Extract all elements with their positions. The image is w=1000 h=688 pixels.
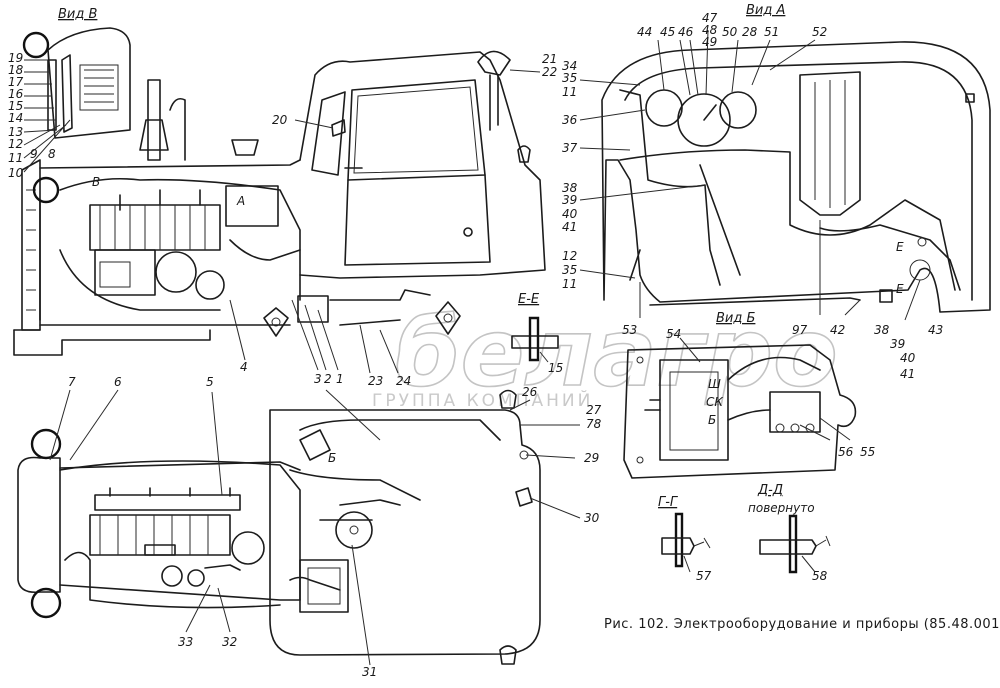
label-28: 28 bbox=[742, 25, 758, 39]
section-d-title: Д-Д bbox=[757, 483, 783, 498]
tractor-plan-view: Б bbox=[17, 389, 581, 666]
label-23: 23 bbox=[368, 374, 383, 388]
section-e-title: Е-Е bbox=[518, 292, 540, 307]
relay-mark-sk: СК bbox=[706, 395, 723, 409]
watermark-subtitle: ГРУППА КОМПАНИЙ bbox=[372, 389, 593, 411]
label-57: 57 bbox=[696, 569, 712, 583]
label-55: 55 bbox=[860, 445, 875, 459]
label-11-b: 11 bbox=[562, 277, 577, 291]
view-b-title: Вид Б bbox=[716, 311, 755, 326]
label-6: 6 bbox=[114, 375, 122, 389]
label-51: 51 bbox=[764, 25, 779, 39]
section-d-rotated: повернуто bbox=[748, 501, 815, 515]
label-56: 56 bbox=[838, 445, 854, 459]
label-49: 49 bbox=[702, 35, 717, 49]
label-20: 20 bbox=[272, 113, 288, 127]
part-number-labels: 19 18 17 16 15 14 13 12 11 10 9 8 20 21 … bbox=[8, 11, 943, 679]
label-39-a: 39 bbox=[890, 337, 905, 351]
label-44: 44 bbox=[637, 25, 652, 39]
label-38-a: 38 bbox=[874, 323, 890, 337]
label-1: 1 bbox=[336, 372, 344, 386]
label-41: 41 bbox=[562, 220, 577, 234]
label-40: 40 bbox=[562, 207, 578, 221]
label-43: 43 bbox=[928, 323, 943, 337]
relay-mark-sh: Ш bbox=[708, 377, 721, 391]
label-22: 22 bbox=[542, 65, 557, 79]
label-4: 4 bbox=[240, 360, 248, 374]
section-g-title: Г-Г bbox=[658, 495, 679, 510]
label-30: 30 bbox=[584, 511, 600, 525]
label-26: 26 bbox=[522, 385, 538, 399]
label-40-a: 40 bbox=[900, 351, 916, 365]
label-12-a: 12 bbox=[562, 249, 577, 263]
label-46: 46 bbox=[678, 25, 694, 39]
label-31: 31 bbox=[362, 665, 377, 679]
view-a: Вид А Е Е bbox=[579, 3, 991, 321]
view-v-title: Вид В bbox=[58, 7, 97, 22]
label-38: 38 bbox=[562, 181, 578, 195]
label-7: 7 bbox=[68, 375, 76, 389]
label-97: 97 bbox=[792, 323, 808, 337]
view-b: Вид Б Ш СК Б bbox=[623, 311, 857, 479]
label-42: 42 bbox=[830, 323, 845, 337]
mark-b: Б bbox=[328, 451, 336, 465]
label-33: 33 bbox=[178, 635, 193, 649]
label-11: 11 bbox=[8, 151, 23, 165]
label-48: 48 bbox=[702, 23, 718, 37]
view-a-title: Вид А bbox=[746, 3, 785, 18]
label-13: 13 bbox=[8, 125, 23, 139]
label-18: 18 bbox=[8, 63, 24, 77]
label-54: 54 bbox=[666, 327, 681, 341]
label-53: 53 bbox=[622, 323, 637, 337]
tractor-side-view: А В bbox=[13, 50, 546, 374]
mark-v: В bbox=[92, 175, 100, 189]
label-47: 47 bbox=[702, 11, 718, 25]
label-15: 15 bbox=[8, 99, 23, 113]
relay-mark-b: Б bbox=[708, 413, 716, 427]
label-27: 27 bbox=[586, 403, 602, 417]
label-35: 35 bbox=[562, 71, 577, 85]
label-11-a: 11 bbox=[562, 85, 577, 99]
label-19: 19 bbox=[8, 51, 23, 65]
label-36: 36 bbox=[562, 113, 578, 127]
section-d-d: Д-Д повернуто bbox=[748, 483, 831, 574]
label-34: 34 bbox=[562, 59, 577, 73]
label-78: 78 bbox=[586, 417, 602, 431]
label-35-a: 35 bbox=[562, 263, 577, 277]
label-15-a: 15 bbox=[548, 361, 563, 375]
watermark-brand: белагро bbox=[395, 299, 838, 408]
label-2: 2 bbox=[324, 372, 332, 386]
label-3: 3 bbox=[314, 372, 322, 386]
label-29: 29 bbox=[584, 451, 599, 465]
label-39: 39 bbox=[562, 193, 577, 207]
label-14: 14 bbox=[8, 111, 23, 125]
label-41-a: 41 bbox=[900, 367, 915, 381]
label-9: 9 bbox=[30, 147, 38, 161]
view-v: Вид В bbox=[22, 7, 131, 173]
label-12: 12 bbox=[8, 137, 23, 151]
label-52: 52 bbox=[812, 25, 827, 39]
label-16: 16 bbox=[8, 87, 24, 101]
section-g-g: Г-Г bbox=[658, 495, 711, 573]
label-50: 50 bbox=[722, 25, 738, 39]
mark-e2: Е bbox=[896, 282, 904, 296]
label-45: 45 bbox=[660, 25, 675, 39]
mark-a: А bbox=[236, 194, 245, 208]
label-58: 58 bbox=[812, 569, 828, 583]
label-8: 8 bbox=[48, 147, 56, 161]
watermark: белагро ГРУППА КОМПАНИЙ bbox=[372, 298, 838, 411]
label-17: 17 bbox=[8, 75, 24, 89]
label-37: 37 bbox=[562, 141, 578, 155]
label-32: 32 bbox=[222, 635, 237, 649]
label-21: 21 bbox=[542, 52, 557, 66]
label-10: 10 bbox=[8, 166, 24, 180]
mark-e1: Е bbox=[896, 240, 904, 254]
figure-caption: Рис. 102. Электрооборудование и приборы … bbox=[604, 617, 1000, 632]
label-24: 24 bbox=[396, 374, 411, 388]
label-5: 5 bbox=[206, 375, 214, 389]
section-e-e: Е-Е bbox=[511, 292, 559, 363]
